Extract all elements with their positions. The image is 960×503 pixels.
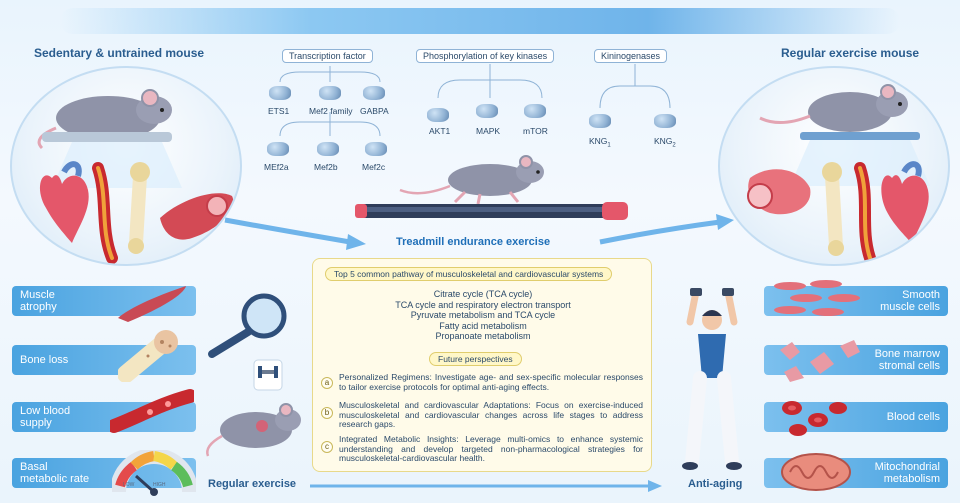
mef2-family-protein-icon — [319, 86, 341, 100]
pathway-item: TCA cycle and respiratory electron trans… — [395, 299, 571, 310]
left-label-muscle-atrophy: Muscle atrophy — [12, 286, 196, 316]
transcription-factor-label: Transcription factor — [282, 49, 373, 63]
mapk-label: MAPK — [476, 126, 501, 136]
pathway-item: Fatty acid metabolism — [439, 320, 527, 331]
bone-loss-icon — [118, 330, 178, 382]
gauge-low-label: LOW — [123, 482, 135, 488]
mef2b-protein-icon — [317, 142, 339, 156]
blood-cells-icon — [782, 401, 847, 436]
anti-aging-woman-illustration — [682, 288, 742, 470]
perspective-badge-b: b — [321, 407, 333, 419]
kininogenases-label: Kininogenases — [594, 49, 668, 63]
akt1-label: AKT1 — [429, 126, 451, 136]
right-label-smooth-muscle-cells: Smooth muscle cells — [764, 286, 948, 316]
pathway-box-header: Top 5 common pathway of musculoskeletal … — [325, 267, 613, 281]
exercise-mouse-illustration — [747, 84, 930, 264]
anti-aging-label: Anti-aging — [688, 478, 743, 490]
metabolic-gauge-icon — [112, 450, 196, 496]
mef2-family-label: Mef2 family — [309, 106, 353, 116]
flow-arrows — [224, 214, 734, 250]
stromal-cells-icon — [780, 340, 860, 382]
perspective-b-text: Musculoskeletal and cardiovascular Adapt… — [339, 400, 643, 430]
kinases-label: Phosphorylation of key kinases — [416, 49, 555, 63]
mtor-protein-icon — [524, 104, 546, 118]
gauge-high-label: HIGH — [153, 482, 166, 488]
kininogenases-connector-lines — [599, 64, 671, 109]
gabpa-protein-icon — [363, 86, 385, 100]
kinases-connector-lines — [437, 64, 543, 99]
mef2c-label: Mef2c — [362, 162, 386, 172]
right-label-mitochondrial-metabolism: Mitochondrial metabolism — [764, 458, 948, 488]
narrow-vessel-icon — [110, 389, 194, 433]
gabpa-label: GABPA — [360, 106, 389, 116]
ets1-label: ETS1 — [268, 106, 290, 116]
sedentary-mouse-illustration — [37, 89, 234, 264]
mef2c-protein-icon — [365, 142, 387, 156]
ets1-protein-icon — [269, 86, 291, 100]
regular-exercise-illustration — [206, 293, 301, 457]
atrophied-muscle-icon — [118, 286, 186, 322]
future-perspectives-header: Future perspectives — [429, 352, 522, 366]
left-label-basal-metabolic-rate: Basal metabolic rate — [12, 458, 196, 488]
bottom-flow-arrow — [310, 480, 662, 492]
exercise-mouse-circle — [718, 66, 950, 266]
right-label-bone-marrow-stromal-cells: Bone marrow stromal cells — [764, 345, 948, 375]
left-title: Sedentary & untrained mouse — [34, 46, 205, 60]
mef2a-protein-icon — [267, 142, 289, 156]
mitochondria-icon — [781, 453, 851, 491]
pathway-summary-box: Top 5 common pathway of musculoskeletal … — [312, 258, 652, 472]
kng1-protein-icon — [589, 114, 611, 128]
mtor-label: mTOR — [523, 126, 548, 136]
regular-exercise-label: Regular exercise — [208, 478, 297, 490]
smooth-muscle-cells-icon — [774, 280, 860, 316]
akt1-protein-icon — [427, 108, 449, 122]
right-title: Regular exercise mouse — [781, 46, 920, 60]
pathway-item: Propanoate metabolism — [435, 331, 531, 341]
kng2-label: KNG2 — [654, 136, 676, 149]
mef2a-label: MEf2a — [264, 162, 289, 172]
mapk-protein-icon — [476, 104, 498, 118]
pathway-list: Citrate cycle (TCA cycle) TCA cycle and … — [313, 289, 653, 342]
pathway-item: Pyruvate metabolism and TCA cycle — [410, 310, 556, 320]
mef2b-label: Mef2b — [314, 162, 338, 172]
sedentary-mouse-circle — [10, 66, 242, 266]
kng1-label: KNG1 — [589, 136, 611, 149]
top-banner-bar — [60, 8, 900, 34]
treadmill-label: Treadmill endurance exercise — [396, 236, 551, 248]
transcription-connector-lines — [279, 66, 381, 137]
perspective-badge-c: c — [321, 441, 333, 453]
kng2-protein-icon — [654, 114, 676, 128]
pathway-item: Citrate cycle (TCA cycle) — [433, 289, 533, 299]
left-label-low-blood-supply: Low blood supply — [12, 402, 196, 432]
perspective-a-text: Personalized Regimens: Investigate age- … — [339, 372, 643, 392]
perspective-c-text: Integrated Metabolic Insights: Leverage … — [339, 434, 643, 464]
perspective-badge-a: a — [321, 377, 333, 389]
treadmill-illustration — [355, 155, 628, 220]
